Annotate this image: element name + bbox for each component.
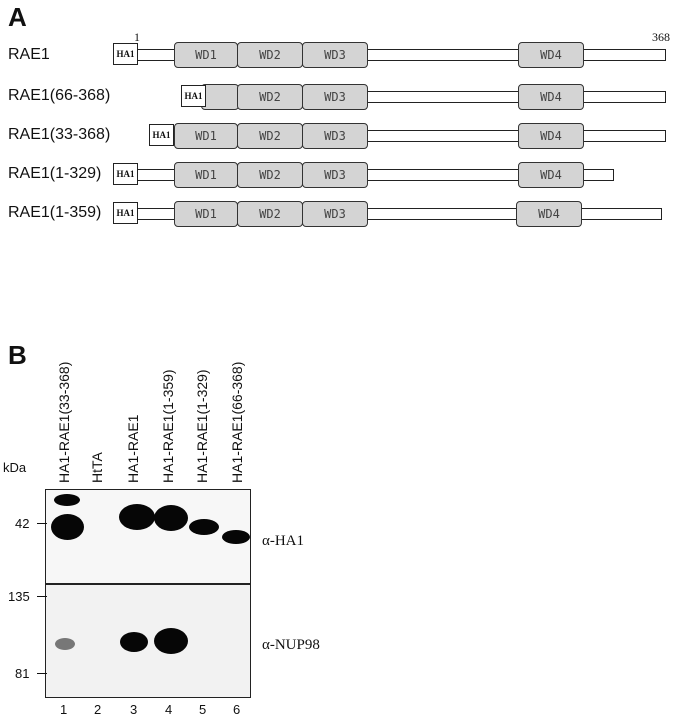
wd4-domain: WD4 bbox=[518, 123, 584, 149]
blot-band bbox=[54, 494, 80, 506]
wd3-domain: WD3 bbox=[302, 123, 368, 149]
blot-band bbox=[119, 504, 155, 530]
wd4-domain: WD4 bbox=[518, 84, 584, 110]
lane-label: HA1-RAE1(33-368) bbox=[56, 361, 72, 483]
marker-42: 42 bbox=[15, 516, 30, 531]
blot-band bbox=[55, 638, 75, 650]
ha1-tag: HA1 bbox=[113, 202, 138, 224]
wd4-domain: WD4 bbox=[516, 201, 582, 227]
construct-label: RAE1(1-329) bbox=[8, 165, 102, 182]
wd1-domain: WD1 bbox=[174, 201, 238, 227]
wd2-domain: WD2 bbox=[237, 84, 303, 110]
end-position-label: 368 bbox=[652, 30, 670, 44]
construct-label: RAE1(1-359) bbox=[8, 204, 102, 221]
lane-label: HA1-RAE1 bbox=[125, 414, 141, 483]
ha1-tag: HA1 bbox=[113, 163, 138, 185]
blot-band bbox=[154, 505, 188, 531]
wd3-domain: WD3 bbox=[302, 42, 368, 68]
blot-band bbox=[120, 632, 148, 652]
start-position-label: 1 bbox=[134, 30, 140, 44]
marker-135: 135 bbox=[8, 589, 30, 604]
blot-band bbox=[51, 514, 84, 540]
wd1-partial-domain bbox=[201, 84, 239, 110]
wd4-domain: WD4 bbox=[518, 162, 584, 188]
construct-label: RAE1 bbox=[8, 46, 50, 63]
antibody-label-ha1: α-HA1 bbox=[262, 533, 305, 549]
wd3-domain: WD3 bbox=[302, 84, 368, 110]
lane-label: HtTA bbox=[89, 452, 105, 483]
antibody-label-nup98: α-NUP98 bbox=[262, 637, 320, 653]
marker-tick bbox=[37, 523, 47, 524]
blot-band bbox=[189, 519, 219, 535]
wd2-domain: WD2 bbox=[237, 201, 303, 227]
lane-number: 1 bbox=[60, 702, 68, 717]
lane-number: 6 bbox=[233, 702, 241, 717]
kda-label: kDa bbox=[3, 460, 27, 475]
wd2-domain: WD2 bbox=[237, 123, 303, 149]
construct-label: RAE1(33-368) bbox=[8, 126, 111, 143]
lane-number: 4 bbox=[165, 702, 173, 717]
construct-label: RAE1(66-368) bbox=[8, 87, 111, 104]
blot-band bbox=[222, 530, 250, 544]
lane-number: 5 bbox=[199, 702, 207, 717]
wd2-domain: WD2 bbox=[237, 42, 303, 68]
lane-number: 3 bbox=[130, 702, 138, 717]
marker-tick bbox=[37, 596, 47, 597]
marker-tick bbox=[37, 673, 47, 674]
wd3-domain: WD3 bbox=[302, 201, 368, 227]
panel-b-letter: B bbox=[8, 340, 27, 370]
blot-band bbox=[154, 628, 188, 654]
wd3-domain: WD3 bbox=[302, 162, 368, 188]
panel-a-letter: A bbox=[8, 2, 27, 32]
wd1-domain: WD1 bbox=[174, 42, 238, 68]
wd2-domain: WD2 bbox=[237, 162, 303, 188]
wd1-domain: WD1 bbox=[174, 123, 238, 149]
lane-label: HA1-RAE1(66-368) bbox=[229, 361, 245, 483]
wd1-domain: WD1 bbox=[174, 162, 238, 188]
ha1-tag: HA1 bbox=[181, 85, 206, 107]
ha1-tag: HA1 bbox=[149, 124, 174, 146]
western-blot-ha1 bbox=[45, 489, 251, 584]
marker-81: 81 bbox=[15, 666, 30, 681]
wd4-domain: WD4 bbox=[518, 42, 584, 68]
lane-label: HA1-RAE1(1-359) bbox=[160, 369, 176, 483]
western-blot-nup98 bbox=[45, 584, 251, 698]
lane-label: HA1-RAE1(1-329) bbox=[194, 369, 210, 483]
lane-number: 2 bbox=[94, 702, 102, 717]
ha1-tag: HA1 bbox=[113, 43, 138, 65]
